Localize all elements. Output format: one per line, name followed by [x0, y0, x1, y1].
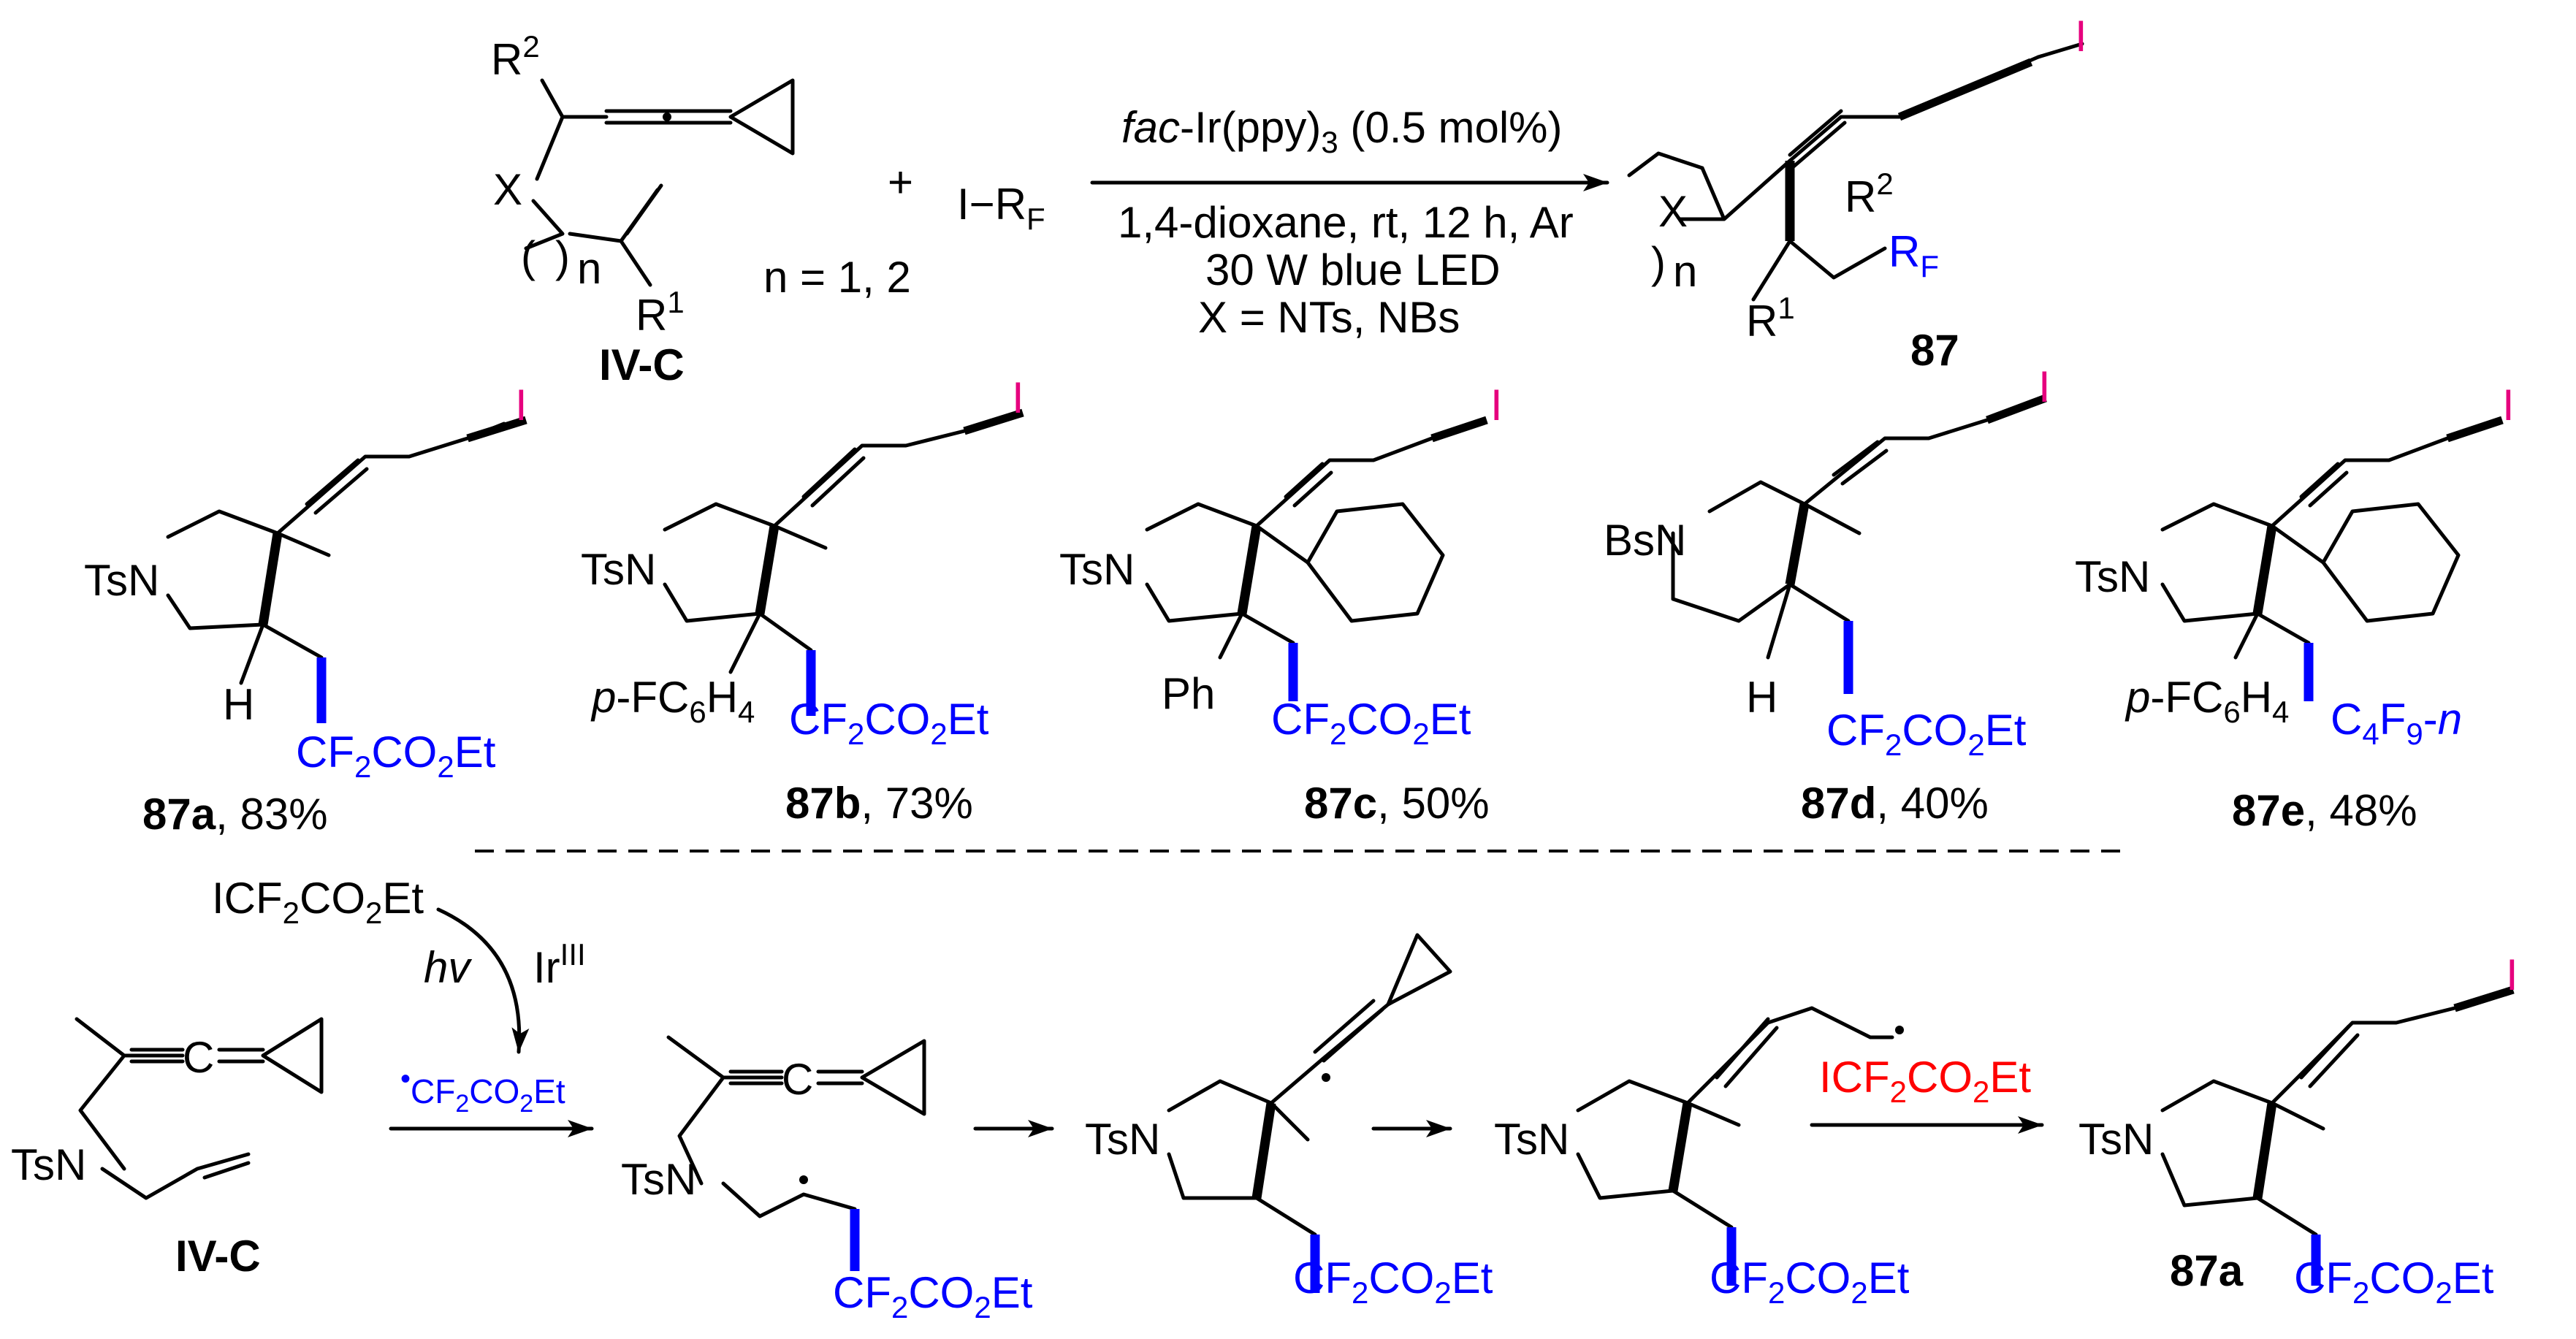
paren-open: (: [521, 232, 536, 281]
iodine-87e: I: [2502, 381, 2515, 430]
radical-label: •CF2CO2Et: [400, 1063, 565, 1118]
substrate-ivc-general: R2 X ( ) n R1 IV-C: [491, 29, 795, 389]
rf-87a: CF2CO2Et: [296, 728, 496, 784]
product-87-general: I X R2 RF ) n R1 87: [1627, 12, 2087, 375]
mech-amine-2: TsN: [621, 1155, 696, 1204]
reagent-irf: I−RF: [957, 180, 1045, 236]
amine-87b: TsN: [581, 545, 656, 594]
iodine-87d: I: [2038, 362, 2051, 411]
iodine-transfer-label: ICF2CO2Et: [1819, 1053, 2031, 1109]
product-87e: I TsN p-FC6H4 C4F9-n 87e, 48%: [2075, 381, 2515, 835]
mech-amine-1: TsN: [11, 1140, 86, 1189]
amine-87c: TsN: [1059, 545, 1135, 594]
product-87c: I TsN Ph CF2CO2Et 87c, 50%: [1059, 381, 1503, 828]
plus-sign: +: [888, 158, 913, 207]
x-label-product: X: [1658, 187, 1688, 236]
iodine-87a: I: [515, 381, 527, 430]
amine-87d: BsN: [1604, 516, 1686, 565]
mech-end-label: 87a: [2170, 1246, 2244, 1295]
sub-87b: p-FC6H4: [590, 673, 755, 729]
sub-87d: H: [1746, 673, 1777, 722]
paren-product: ): [1651, 238, 1666, 287]
condition-light: 30 W blue LED: [1205, 245, 1501, 294]
n-label: n: [577, 244, 601, 293]
condition-solvent: 1,4-dioxane, rt, 12 h, Ar: [1118, 198, 1574, 247]
yield-87e: 87e, 48%: [2232, 786, 2417, 835]
sub-87a: H: [223, 680, 254, 729]
rf-87e: C4F9-n: [2331, 695, 2462, 751]
c-center-2: C: [782, 1055, 813, 1104]
yield-87d: 87d, 40%: [1801, 779, 1989, 828]
amine-87e: TsN: [2075, 552, 2150, 601]
iodine-label: I: [2075, 12, 2087, 61]
condition-x: X = NTs, NBs: [1198, 293, 1460, 342]
mech-final-87a: I TsN 87a CF2CO2Et: [2078, 950, 2518, 1310]
substrate-label: IV-C: [599, 340, 685, 389]
rf-87c: CF2CO2Et: [1271, 695, 1471, 751]
mech-amine-5: TsN: [2078, 1115, 2154, 1164]
hv-label: hv: [424, 943, 472, 992]
r2-label: R2: [491, 29, 540, 84]
mech-amine-3: TsN: [1085, 1115, 1160, 1164]
r2-label-product: R2: [1845, 167, 1894, 221]
mech-start-label: IV-C: [175, 1232, 261, 1281]
yield-87a: 87a, 83%: [142, 790, 328, 839]
mech-substrate-ivc: C TsN IV-C: [11, 1017, 324, 1281]
product-87d: I BsN H CF2CO2Et 87d, 40%: [1604, 362, 2051, 828]
mech-ester-1: CF2CO2Et: [833, 1268, 1033, 1324]
r1-label: R1: [636, 285, 685, 340]
condition-catalyst: fac-Ir(ppy)3 (0.5 mol%): [1121, 103, 1563, 159]
product-87b: I TsN p-FC6H4 CF2CO2Et 87b, 73%: [581, 373, 1024, 828]
mech-reagent: ICF2CO2Et: [212, 874, 424, 930]
iodine-87c: I: [1490, 381, 1503, 430]
paren-close: ): [555, 232, 570, 281]
sub-87e: p-FC6H4: [2125, 673, 2289, 729]
iodine-final: I: [2506, 950, 2518, 999]
catalyst-label: IrIII: [533, 937, 586, 992]
mech-cyclized-radical: TsN CF2CO2Et: [1085, 933, 1493, 1310]
mech-ester-2: CF2CO2Et: [1293, 1254, 1493, 1310]
yield-87b: 87b, 73%: [785, 779, 973, 828]
iodine-87b: I: [1012, 373, 1024, 422]
curved-arrow: [436, 907, 530, 1054]
amine-87a: TsN: [84, 556, 159, 605]
r1-label-product: R1: [1746, 291, 1795, 346]
mech-alkyl-radical: TsN CF2CO2Et: [1494, 1006, 1910, 1310]
sub-87c: Ph: [1162, 669, 1215, 718]
mech-ester-3: CF2CO2Et: [1710, 1254, 1910, 1310]
n-product: n: [1673, 247, 1697, 296]
rf-label-product: RF: [1889, 227, 1939, 283]
product-87a: I TsN H CF2CO2Et 87a, 83%: [84, 381, 527, 839]
mech-ester-4: CF2CO2Et: [2294, 1254, 2494, 1310]
x-label: X: [493, 165, 522, 214]
n-values: n = 1, 2: [763, 253, 911, 302]
yield-87c: 87c, 50%: [1304, 779, 1490, 828]
rf-87b: CF2CO2Et: [789, 695, 989, 751]
rf-87d: CF2CO2Et: [1826, 706, 2027, 762]
product-label: 87: [1910, 326, 1959, 375]
mech-radical-adduct: C TsN CF2CO2Et: [621, 1035, 1033, 1324]
c-center-1: C: [183, 1033, 214, 1082]
mech-amine-4: TsN: [1494, 1115, 1569, 1164]
